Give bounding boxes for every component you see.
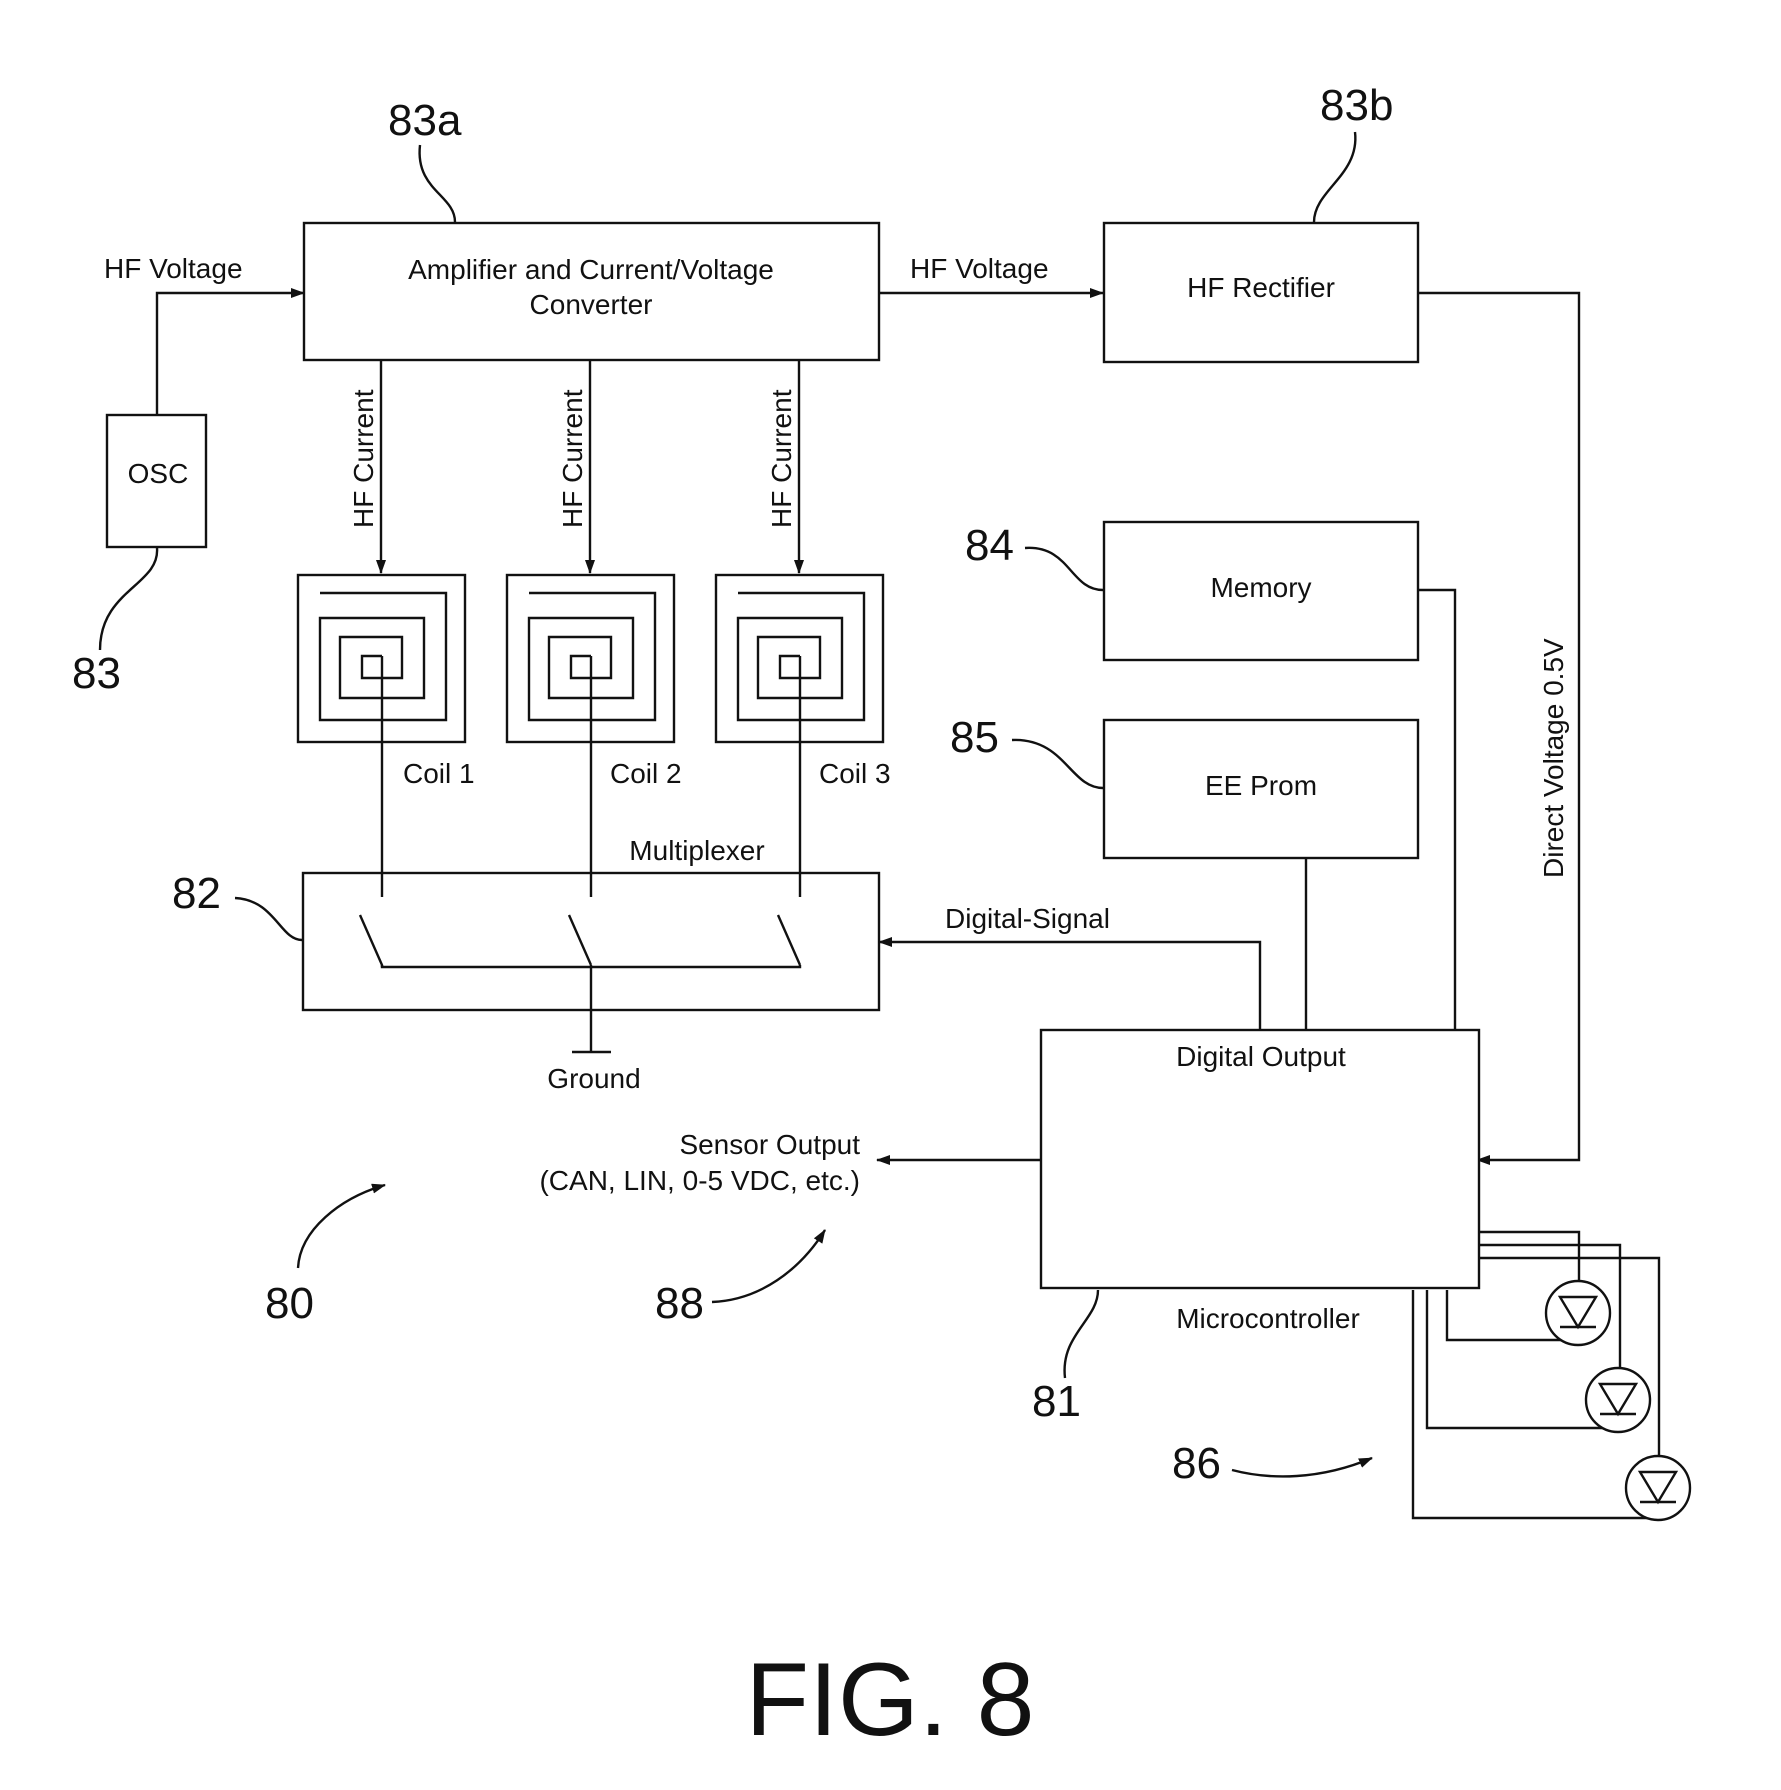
memory-ref: 84: [965, 521, 1014, 570]
hf-current-label-3: HF Current: [766, 389, 797, 528]
osc-ref: 83: [72, 649, 121, 698]
eeprom-label: EE Prom: [1205, 770, 1317, 801]
multiplexer-label: Multiplexer: [629, 835, 764, 866]
microcontroller-ref-leader: [1065, 1290, 1098, 1378]
coil-1-label: Coil 1: [403, 758, 475, 789]
amplifier-ref: 83a: [388, 96, 462, 145]
multiplexer-ref: 82: [172, 869, 221, 918]
sensor-output-label-line2: (CAN, LIN, 0-5 VDC, etc.): [539, 1165, 860, 1196]
rectifier-ref-leader: [1314, 132, 1355, 222]
osc-to-amplifier-line: [157, 293, 304, 415]
ground-label: Ground: [547, 1063, 640, 1094]
led-2-icon: [1586, 1368, 1650, 1432]
digital-signal-line: [879, 942, 1260, 1030]
sensor-output-label-line1: Sensor Output: [679, 1129, 860, 1160]
memory-to-microcontroller-line: [1418, 590, 1455, 1030]
rectifier-ref: 83b: [1320, 81, 1393, 130]
hf-current-label-1: HF Current: [348, 389, 379, 528]
direct-voltage-label: Direct Voltage 0.5V: [1538, 638, 1569, 878]
sensor-output-ref-arrow: [712, 1230, 825, 1302]
digital-output-label: Digital Output: [1176, 1041, 1346, 1072]
amplifier-ref-leader: [420, 145, 455, 222]
memory-label: Memory: [1210, 572, 1311, 603]
led-ref: 86: [1172, 1439, 1221, 1488]
system-ref-arrow: [298, 1185, 385, 1268]
coil-1: [298, 575, 465, 897]
hf-voltage-in-label: HF Voltage: [104, 253, 243, 284]
amplifier-label-line2: Converter: [530, 289, 653, 320]
memory-ref-leader: [1025, 548, 1103, 590]
figure-title: FIG. 8: [746, 1642, 1035, 1758]
osc-ref-leader: [100, 548, 157, 650]
microcontroller-label: Microcontroller: [1176, 1303, 1360, 1334]
multiplexer-ref-leader: [235, 898, 302, 940]
led-3-icon: [1626, 1456, 1690, 1520]
amplifier-label-line1: Amplifier and Current/Voltage: [408, 254, 774, 285]
eeprom-ref-leader: [1012, 740, 1103, 788]
ground-symbol: [572, 965, 611, 1052]
coil-2-label: Coil 2: [610, 758, 682, 789]
osc-label: OSC: [128, 458, 189, 489]
microcontroller-ref: 81: [1032, 1377, 1081, 1426]
led-ref-arrow: [1232, 1458, 1372, 1476]
hf-voltage-out-label: HF Voltage: [910, 253, 1049, 284]
hf-current-label-2: HF Current: [557, 389, 588, 528]
eeprom-ref: 85: [950, 713, 999, 762]
digital-signal-label: Digital-Signal: [945, 903, 1110, 934]
coil-3-label: Coil 3: [819, 758, 891, 789]
rectifier-label: HF Rectifier: [1187, 272, 1335, 303]
sensor-output-ref: 88: [655, 1279, 704, 1328]
system-ref: 80: [265, 1279, 314, 1328]
multiplexer-switches: [360, 915, 800, 967]
led-1-icon: [1546, 1281, 1610, 1345]
